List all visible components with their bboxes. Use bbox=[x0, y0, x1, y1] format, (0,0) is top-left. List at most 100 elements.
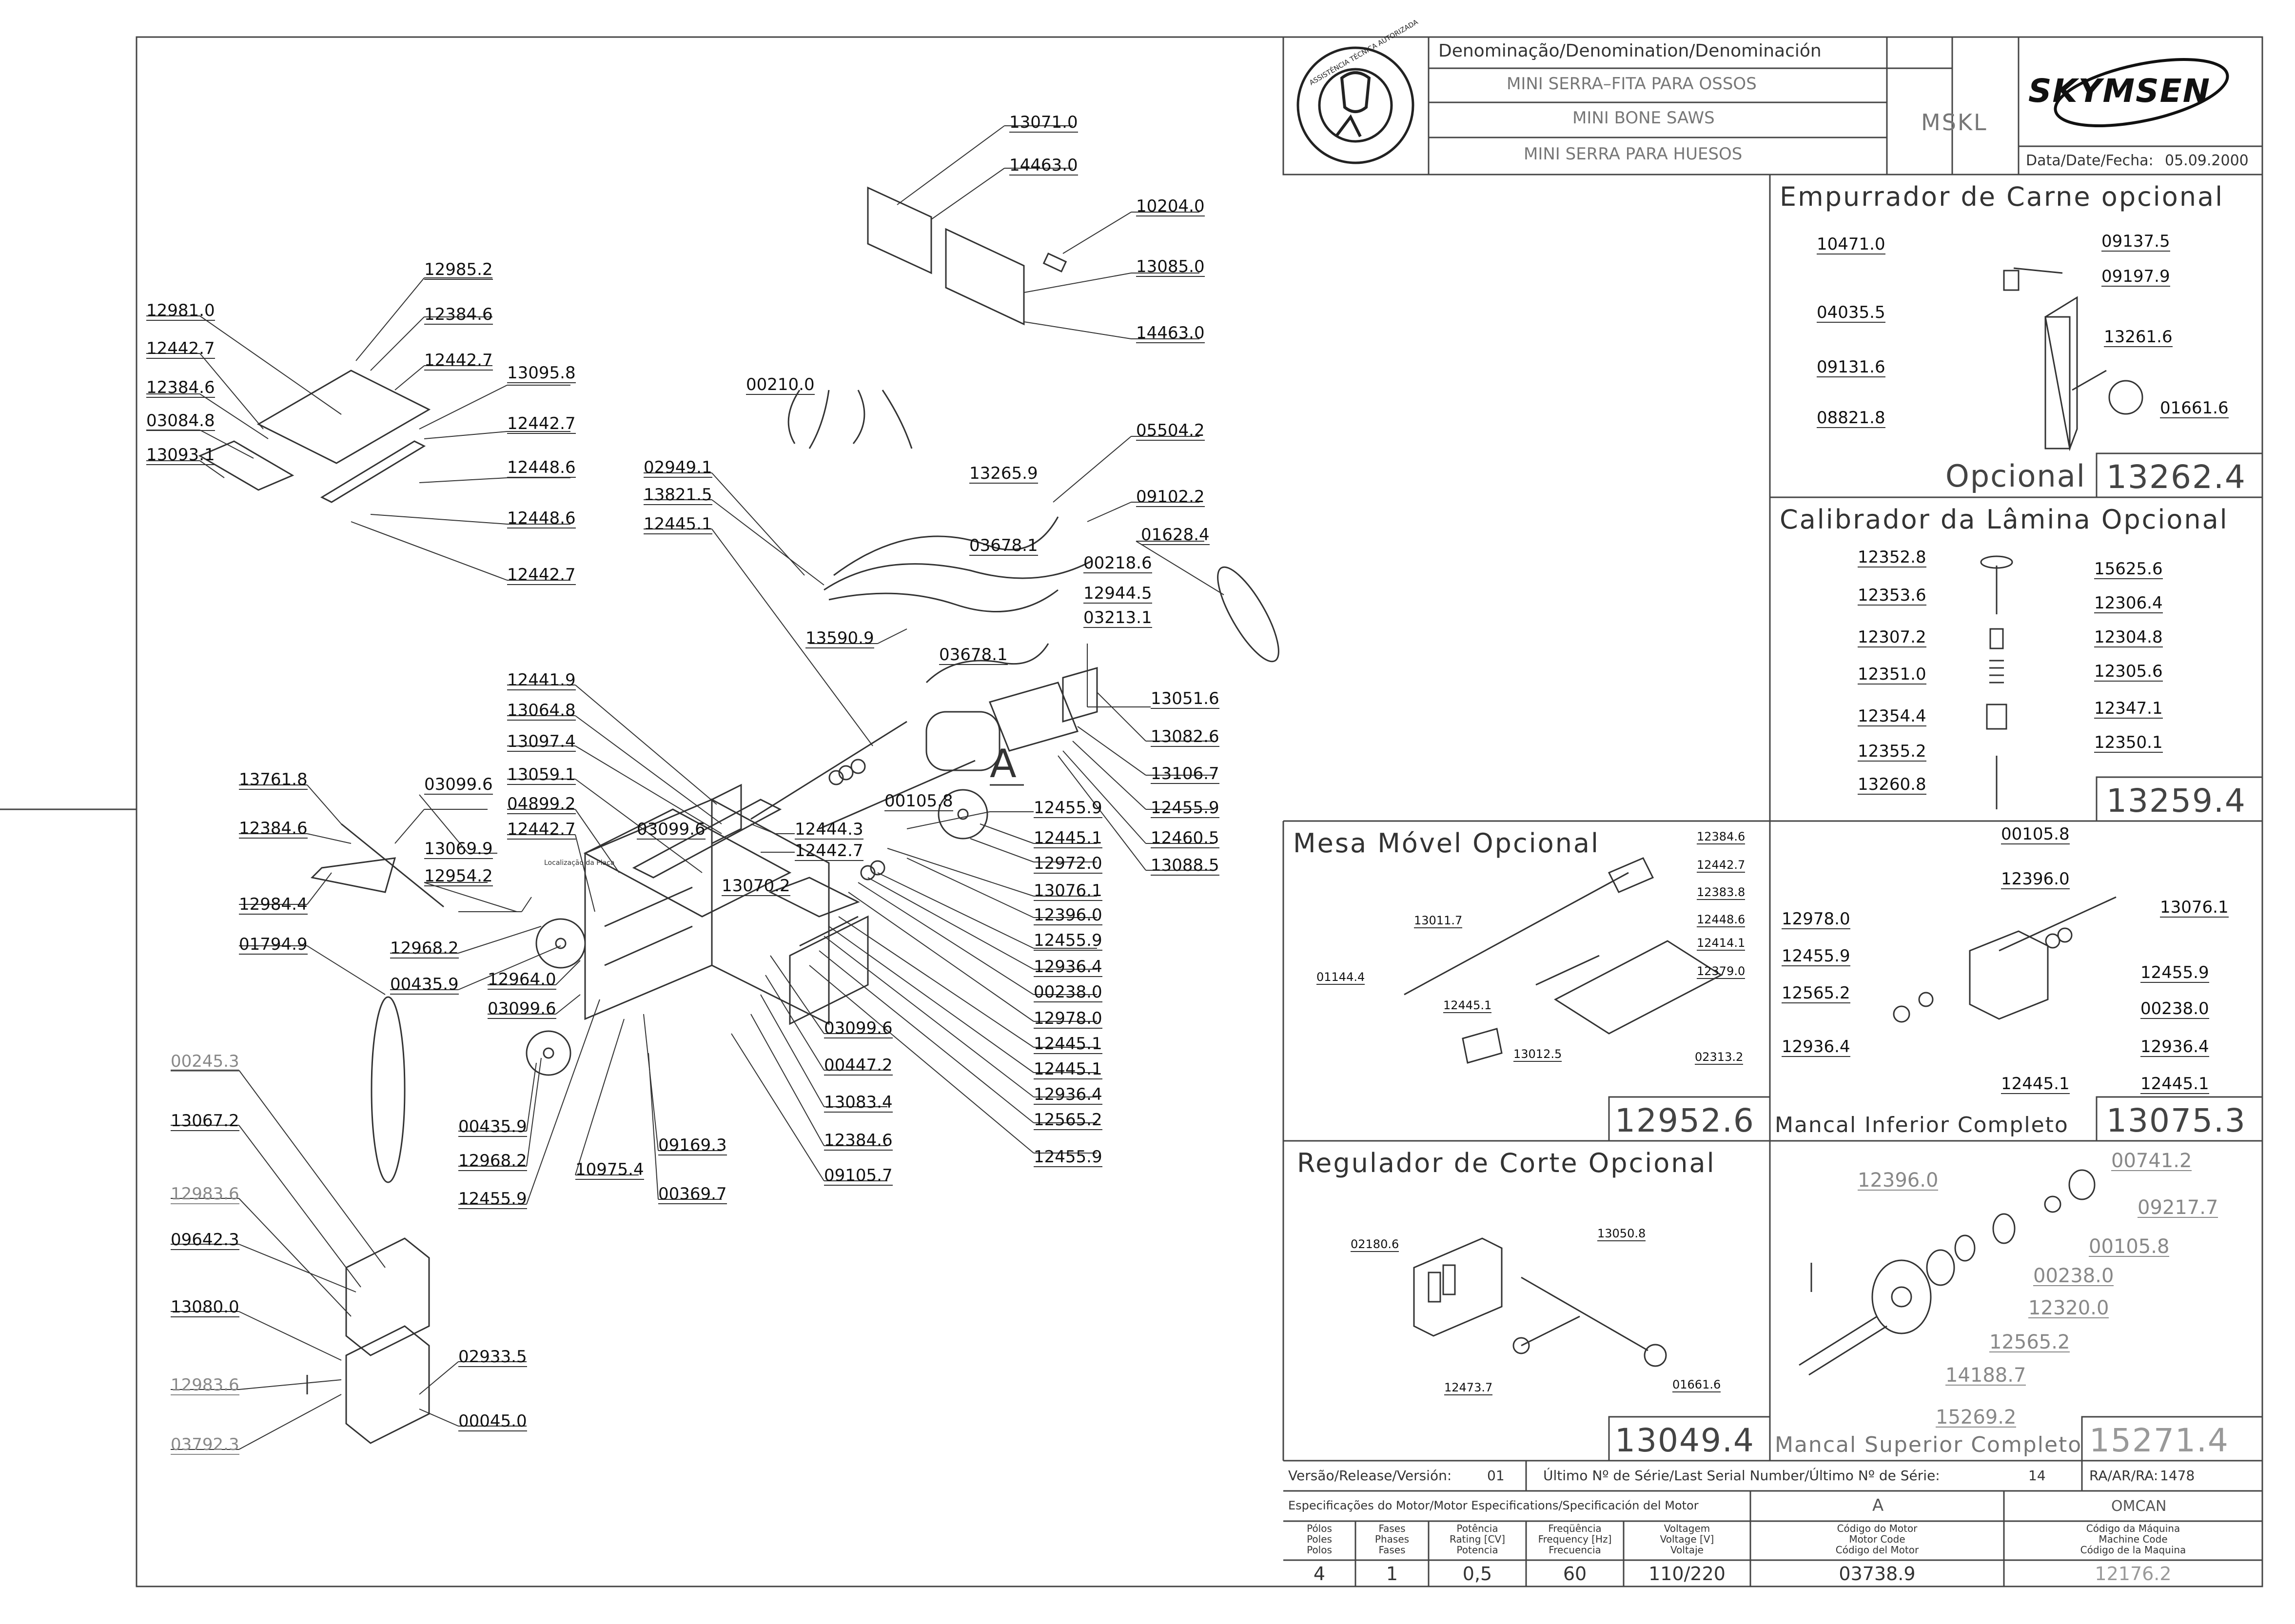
part-label: 12442.7 bbox=[146, 339, 215, 359]
part-label: 12384.6 bbox=[1697, 830, 1746, 844]
panel-title-empurrador: Empurrador de Carne opcional bbox=[1780, 181, 2224, 212]
part-label: 00218.6 bbox=[1083, 553, 1152, 573]
part-label: 12455.9 bbox=[458, 1189, 527, 1209]
part-label: 12347.1 bbox=[2094, 699, 2163, 719]
panel-code-mancal-inferior: 13075.3 bbox=[2106, 1102, 2246, 1139]
part-label: 00447.2 bbox=[824, 1056, 893, 1076]
part-label: 12455.9 bbox=[1034, 1147, 1102, 1167]
spec-value-phases: 1 bbox=[1386, 1563, 1398, 1585]
part-label: 00369.7 bbox=[658, 1184, 727, 1204]
part-label: 02313.2 bbox=[1695, 1050, 1744, 1065]
part-label: 12320.0 bbox=[2028, 1297, 2109, 1319]
panel-footer-opcional: Opcional bbox=[1945, 458, 2086, 494]
part-label: 04035.5 bbox=[1817, 303, 1885, 323]
seal-emblem bbox=[1296, 46, 1414, 164]
part-label: 12441.9 bbox=[507, 670, 576, 690]
part-label: 10471.0 bbox=[1817, 235, 1885, 254]
part-label: 12384.6 bbox=[239, 819, 308, 839]
part-label: 12964.0 bbox=[488, 970, 556, 990]
part-label: 10975.4 bbox=[575, 1160, 644, 1180]
part-label: 13085.0 bbox=[1136, 257, 1205, 277]
part-label: 12936.4 bbox=[1782, 1037, 1850, 1057]
part-label: 12384.6 bbox=[424, 305, 493, 325]
version-value: 01 bbox=[1487, 1467, 1505, 1484]
model-code: MSKL bbox=[1921, 109, 1988, 136]
part-label: 12383.8 bbox=[1697, 885, 1746, 900]
part-label: 12396.0 bbox=[1858, 1169, 1939, 1192]
part-label: 00238.0 bbox=[1034, 982, 1102, 1002]
part-label: 01144.4 bbox=[1316, 970, 1365, 985]
part-label: 13261.6 bbox=[2104, 327, 2173, 347]
serial-value: 14 bbox=[2028, 1467, 2046, 1484]
part-label: 12968.2 bbox=[458, 1151, 527, 1171]
part-label: 12445.1 bbox=[2001, 1074, 2070, 1094]
part-label: 10204.0 bbox=[1136, 196, 1205, 216]
part-label: 13012.5 bbox=[1513, 1047, 1562, 1062]
part-label: 12984.4 bbox=[239, 895, 308, 915]
part-label: 12445.1 bbox=[1034, 828, 1102, 848]
part-label: 12936.4 bbox=[1034, 957, 1102, 977]
part-label: 12983.6 bbox=[171, 1184, 239, 1204]
part-label: 12460.5 bbox=[1151, 828, 1219, 848]
part-label: 03099.6 bbox=[424, 775, 493, 795]
part-label: 12351.0 bbox=[1858, 665, 1926, 685]
part-label: 12414.1 bbox=[1697, 936, 1746, 951]
panel-code-empurrador: 13262.4 bbox=[2106, 458, 2246, 496]
part-label: 03213.1 bbox=[1083, 608, 1152, 628]
part-label: 13265.9 bbox=[969, 464, 1038, 484]
part-label: 12355.2 bbox=[1858, 742, 1926, 762]
part-label: 12445.1 bbox=[644, 514, 712, 534]
part-label: 12442.7 bbox=[507, 565, 576, 585]
part-label: 01628.4 bbox=[1141, 525, 1210, 545]
part-label: 13069.9 bbox=[424, 839, 493, 859]
part-label: 03678.1 bbox=[939, 645, 1008, 665]
part-label: 01661.6 bbox=[1672, 1378, 1721, 1392]
part-label: 12307.2 bbox=[1858, 627, 1926, 647]
part-label: 12396.0 bbox=[1034, 905, 1102, 925]
part-label: 13059.1 bbox=[507, 765, 576, 785]
part-label: 12442.7 bbox=[1697, 858, 1746, 873]
part-label: 13076.1 bbox=[1034, 881, 1102, 901]
motor-letter: A bbox=[990, 741, 1017, 786]
part-label: 02933.5 bbox=[458, 1347, 527, 1367]
part-label: 12379.0 bbox=[1697, 964, 1746, 979]
part-label: 03792.3 bbox=[171, 1435, 239, 1455]
part-label: 13260.8 bbox=[1858, 775, 1926, 795]
part-label: 14463.0 bbox=[1136, 323, 1205, 343]
part-label: 12353.6 bbox=[1858, 586, 1926, 606]
spec-value-voltage: 110/220 bbox=[1648, 1563, 1726, 1585]
part-label: 13821.5 bbox=[644, 485, 712, 505]
part-label: 03099.6 bbox=[637, 820, 706, 840]
part-label: 03084.8 bbox=[146, 411, 215, 431]
part-label: 00045.0 bbox=[458, 1411, 527, 1431]
plate-location-note: Localização da Placa bbox=[544, 859, 615, 867]
part-label: 12448.6 bbox=[1697, 913, 1746, 927]
part-label: 09105.7 bbox=[824, 1166, 893, 1186]
part-label: 12983.6 bbox=[171, 1375, 239, 1395]
date-label: Data/Date/Fecha: bbox=[2026, 152, 2154, 169]
part-label: 12936.4 bbox=[2140, 1037, 2209, 1057]
part-label: 13051.6 bbox=[1151, 689, 1219, 709]
part-label: 03099.6 bbox=[488, 999, 556, 1019]
part-label: 12565.2 bbox=[1989, 1331, 2070, 1353]
brand-logo bbox=[2054, 58, 2229, 127]
part-label: 12442.7 bbox=[795, 841, 863, 861]
part-label: 12455.9 bbox=[1034, 798, 1102, 818]
part-label: 12455.9 bbox=[2140, 963, 2209, 983]
part-label: 12442.7 bbox=[424, 351, 493, 371]
part-label: 12565.2 bbox=[1782, 983, 1850, 1003]
part-label: 03099.6 bbox=[824, 1018, 893, 1038]
part-label: 13011.7 bbox=[1414, 914, 1463, 928]
part-label: 12448.6 bbox=[507, 509, 576, 528]
part-label: 12445.1 bbox=[1443, 998, 1492, 1013]
part-label: 12306.4 bbox=[2094, 593, 2163, 613]
part-label: 12985.2 bbox=[424, 260, 493, 280]
panel-title-mancal-superior: Mancal Superior Completo bbox=[1775, 1432, 2082, 1457]
part-label: 00105.8 bbox=[884, 791, 953, 811]
part-label: 05504.2 bbox=[1136, 421, 1205, 441]
part-label: 08821.8 bbox=[1817, 408, 1885, 428]
part-label: 12384.6 bbox=[824, 1131, 893, 1151]
